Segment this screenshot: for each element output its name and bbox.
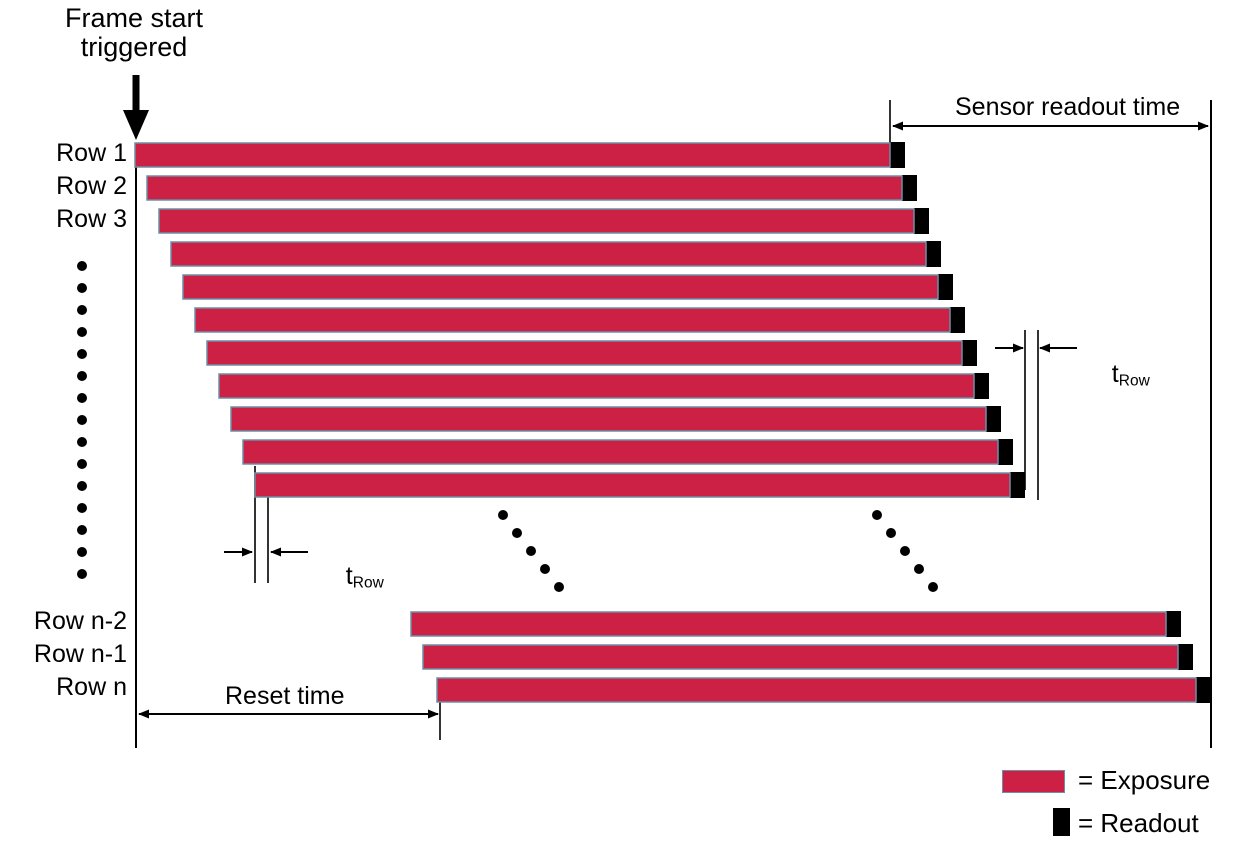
vertical-ellipsis-dot xyxy=(77,327,87,337)
row-label-row-3: Row 3 xyxy=(56,205,127,233)
exposure-bar xyxy=(170,241,927,267)
vertical-ellipsis-dot xyxy=(77,261,87,271)
vertical-ellipsis-dot xyxy=(77,459,87,469)
diagonal-ellipsis-dot-right xyxy=(872,510,882,520)
diagonal-ellipsis-dot-right xyxy=(900,546,910,556)
t-row-subscript-left: Row xyxy=(352,574,384,592)
t-row-label-left: tRow xyxy=(318,536,384,619)
exposure-row-row-11 xyxy=(254,472,1025,498)
vertical-ellipsis-dot xyxy=(77,547,87,557)
vertical-ellipsis-dot xyxy=(77,305,87,315)
diagonal-ellipsis-dot-left xyxy=(526,546,536,556)
t-row-symbol-left: t xyxy=(345,562,353,590)
diagonal-ellipsis-dot-left xyxy=(498,510,508,520)
row-label-row-n-1: Row n-1 xyxy=(33,640,127,668)
vertical-ellipsis-dot xyxy=(77,481,87,491)
exposure-row-row-7 xyxy=(206,340,977,366)
down-arrow-icon xyxy=(123,75,149,140)
sensor-readout-time-label: Sensor readout time xyxy=(955,93,1181,121)
exposure-row-row-8 xyxy=(218,373,989,399)
readout-block xyxy=(974,373,989,399)
exposure-row-row-n-2 xyxy=(410,611,1181,637)
diagonal-ellipsis-dot-right xyxy=(928,582,938,592)
vertical-ellipsis-dot xyxy=(77,349,87,359)
readout-block xyxy=(986,406,1001,432)
exposure-row-row-9 xyxy=(230,406,1001,432)
readout-block xyxy=(890,142,905,168)
readout-block xyxy=(1166,611,1181,637)
exposure-row-row-3 xyxy=(158,208,929,234)
exposure-bar xyxy=(134,142,891,168)
readout-block xyxy=(950,307,965,333)
diagonal-ellipsis-dot-right xyxy=(886,528,896,538)
vertical-ellipsis-dot xyxy=(77,437,87,447)
readout-block xyxy=(1010,472,1025,498)
vertical-ellipsis-dot xyxy=(77,569,87,579)
vertical-ellipsis-dot xyxy=(77,503,87,513)
exposure-row-row-5 xyxy=(182,274,953,300)
legend-readout-swatch xyxy=(1053,808,1070,836)
readout-block xyxy=(1178,644,1193,670)
readout-block xyxy=(998,439,1013,465)
readout-block xyxy=(962,340,977,366)
exposure-bar xyxy=(230,406,987,432)
diagonal-ellipsis-dot-left xyxy=(540,564,550,574)
exposure-bar xyxy=(254,472,1011,498)
exposure-bar xyxy=(422,644,1179,670)
frame-start-label-line1: Frame start xyxy=(64,3,204,33)
readout-block xyxy=(914,208,929,234)
diagonal-ellipsis-dot-right xyxy=(914,564,924,574)
vertical-ellipsis-dot xyxy=(77,393,87,403)
readout-block xyxy=(926,241,941,267)
legend-exposure-label: = Exposure xyxy=(1078,765,1211,795)
exposure-bar xyxy=(436,677,1197,703)
exposure-bars-layer xyxy=(134,142,1211,703)
exposure-bar xyxy=(182,274,939,300)
row-label-row-1: Row 1 xyxy=(56,139,127,167)
diagonal-ellipsis-dot-left xyxy=(512,528,522,538)
vertical-ellipsis-dot xyxy=(77,371,87,381)
row-label-row-2: Row 2 xyxy=(56,172,127,200)
exposure-row-row-n xyxy=(436,677,1211,703)
vertical-ellipsis-dot xyxy=(77,525,87,535)
t-row-label-right: tRow xyxy=(1084,334,1150,417)
row-label-row-n: Row n xyxy=(56,673,127,701)
row-label-row-n-2: Row n-2 xyxy=(33,607,127,635)
legend-readout-label: = Readout xyxy=(1078,808,1199,838)
exposure-row-row-4 xyxy=(170,241,941,267)
exposure-bar xyxy=(146,175,903,201)
vertical-ellipsis-dot xyxy=(77,283,87,293)
exposure-bar xyxy=(194,307,951,333)
exposure-row-row-2 xyxy=(146,175,917,201)
exposure-row-row-1 xyxy=(134,142,905,168)
readout-block xyxy=(1196,677,1211,703)
diagonal-ellipsis-dot-left xyxy=(554,582,564,592)
legend-exposure-swatch xyxy=(1002,770,1065,793)
exposure-row-row-n-1 xyxy=(422,644,1193,670)
vertical-ellipsis-dot xyxy=(77,415,87,425)
readout-block xyxy=(938,274,953,300)
exposure-row-row-6 xyxy=(194,307,965,333)
t-row-subscript-right: Row xyxy=(1118,372,1150,390)
frame-start-label-line2: triggered xyxy=(80,32,188,62)
t-row-symbol-right: t xyxy=(1111,360,1119,388)
readout-block xyxy=(902,175,917,201)
reset-time-label: Reset time xyxy=(225,682,345,710)
exposure-bar xyxy=(410,611,1167,637)
exposure-row-row-10 xyxy=(242,439,1013,465)
exposure-bar xyxy=(242,439,999,465)
exposure-bar xyxy=(218,373,975,399)
exposure-bar xyxy=(206,340,963,366)
exposure-bar xyxy=(158,208,915,234)
ellipsis-dots-layer xyxy=(77,261,938,592)
